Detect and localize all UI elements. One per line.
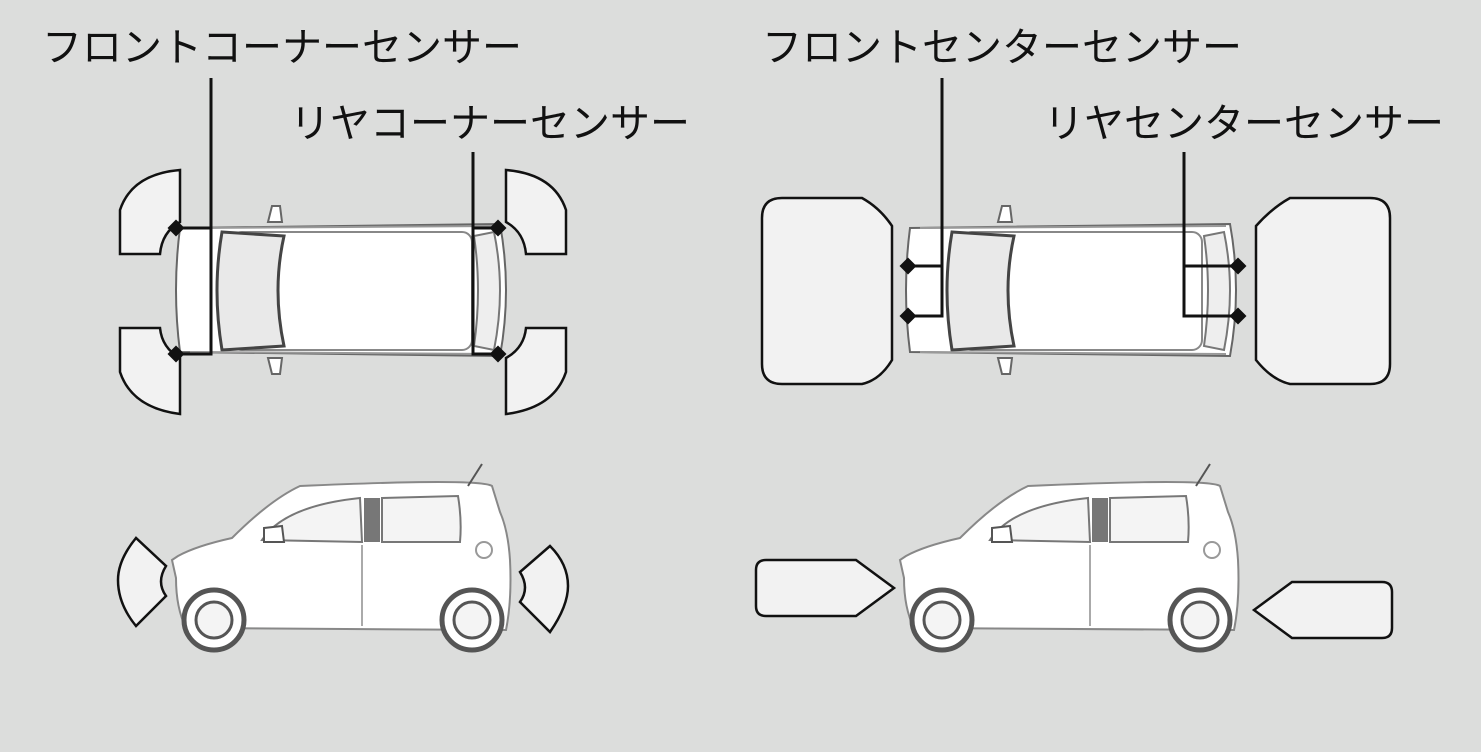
corner-zones-side (116, 536, 570, 634)
center-zones-side (754, 558, 1394, 640)
label-rear-corner-sensor: リヤコーナーセンサー (290, 101, 690, 147)
car-top-view-left (174, 204, 508, 376)
corner-sensor-markers (167, 219, 507, 363)
label-front-center-sensor: フロントセンターセンサー (762, 25, 1242, 71)
corner-zones-top (118, 168, 568, 416)
label-rear-center-sensor: リヤセンターセンサー (1044, 101, 1444, 147)
car-side-view-left (172, 464, 511, 650)
car-side-view-right (900, 464, 1239, 650)
center-sensor-leaders (908, 78, 1238, 318)
label-front-corner-sensor: フロントコーナーセンサー (42, 25, 522, 71)
car-top-view-right (904, 204, 1238, 376)
center-zones-top (760, 196, 1392, 386)
